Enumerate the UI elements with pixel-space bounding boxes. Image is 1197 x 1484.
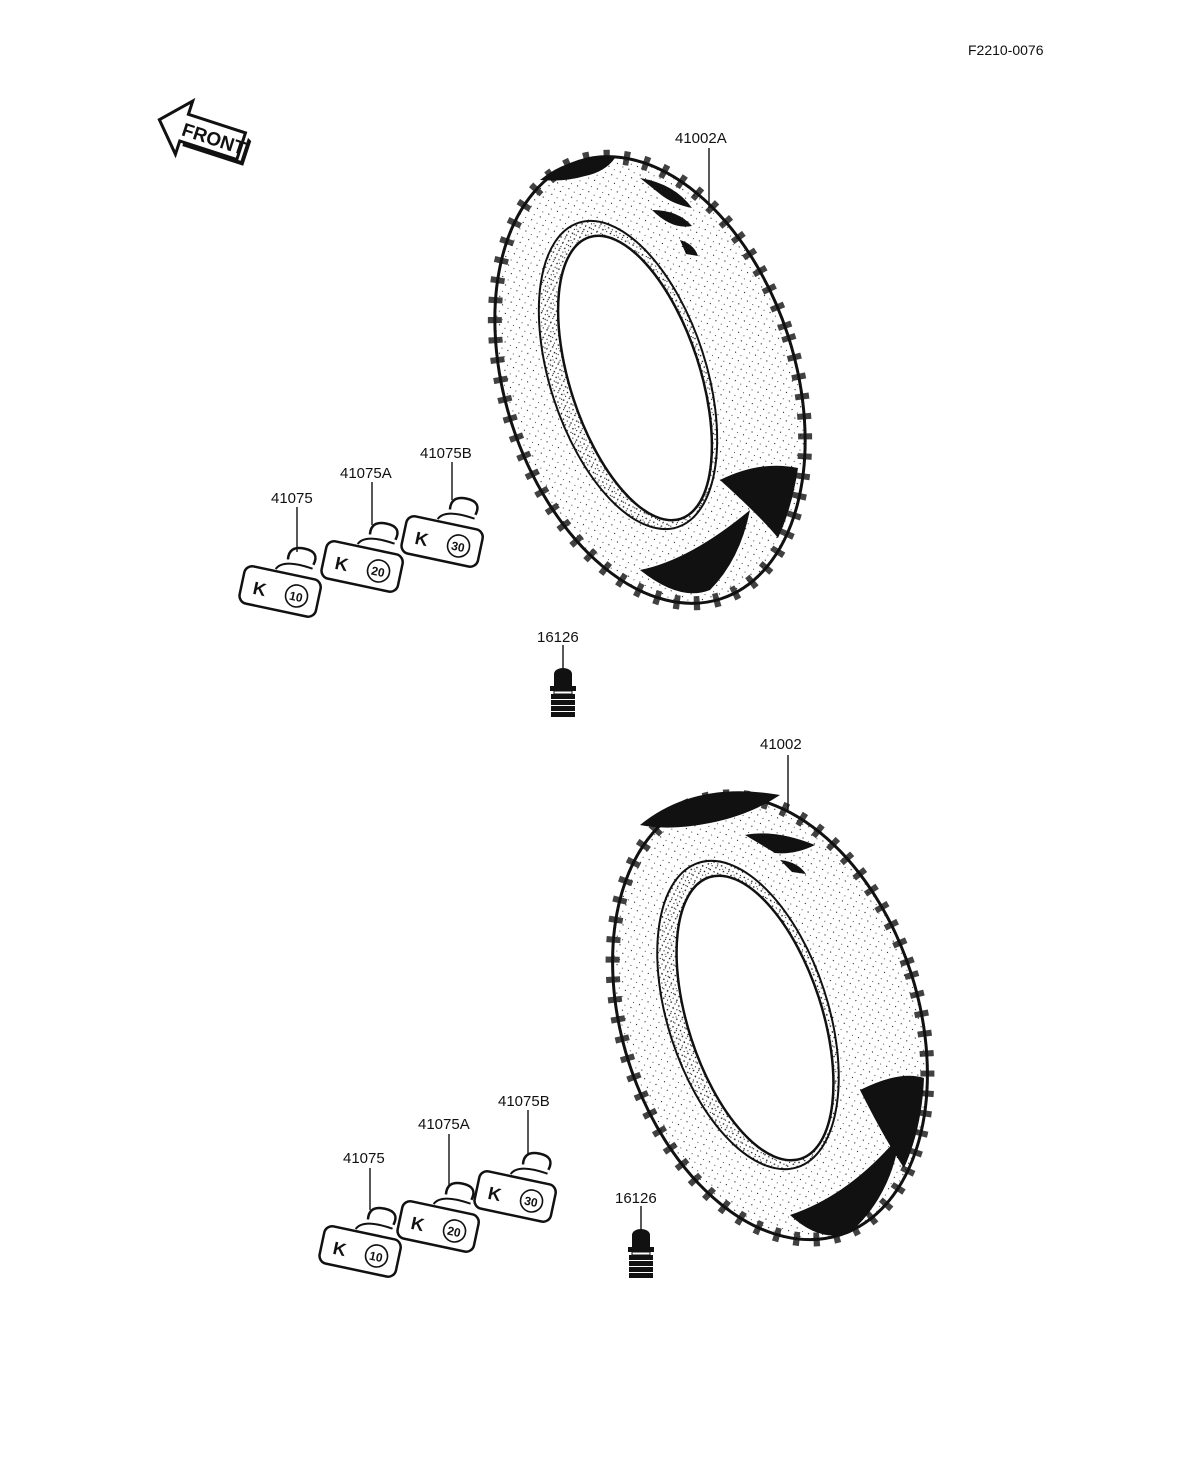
valve-lower-icon — [627, 1228, 655, 1279]
weight-letter-lower-2: K — [409, 1213, 426, 1235]
upper-assembly: 41002A 16126 K 10 41075 K 20 41075A — [238, 130, 813, 718]
weight-number-lower-1: 10 — [368, 1249, 384, 1266]
weight-number-upper-1: 10 — [288, 589, 304, 606]
weight-lower-1: K 10 — [318, 1206, 402, 1278]
label-weight-lower-2: 41075A — [418, 1116, 470, 1133]
figure-code: F2210-0076 — [968, 42, 1044, 58]
label-valve-lower: 16126 — [615, 1190, 657, 1207]
weight-upper-1: K 10 — [238, 546, 322, 618]
weight-letter-lower-1: K — [331, 1238, 348, 1260]
weight-number-upper-3: 30 — [450, 539, 466, 556]
label-weight-upper-3: 41075B — [420, 445, 472, 462]
weight-letter-upper-2: K — [333, 553, 350, 575]
label-valve-upper: 16126 — [537, 629, 579, 646]
weight-number-lower-2: 20 — [446, 1224, 462, 1241]
valve-upper-icon — [549, 667, 577, 718]
label-weight-upper-1: 41075 — [271, 490, 313, 507]
label-tire-lower: 41002 — [760, 736, 802, 753]
weight-number-upper-2: 20 — [370, 564, 386, 581]
lower-assembly: 41002 16126 K 10 41075 K 20 41075A — [318, 736, 935, 1279]
weight-lower-3: K 30 — [473, 1151, 557, 1223]
tire-lower — [605, 789, 935, 1247]
label-tire-upper: 41002A — [675, 130, 727, 147]
weight-number-lower-3: 30 — [523, 1194, 539, 1211]
weight-upper-2: K 20 — [320, 521, 404, 593]
front-arrow-icon: FRONT — [157, 97, 252, 166]
label-weight-upper-2: 41075A — [340, 465, 392, 482]
weight-upper-3: K 30 — [400, 496, 484, 568]
weight-lower-2: K 20 — [396, 1181, 480, 1253]
weight-letter-lower-3: K — [486, 1183, 503, 1205]
weight-letter-upper-3: K — [413, 528, 430, 550]
tire-upper — [487, 149, 813, 611]
label-weight-lower-1: 41075 — [343, 1150, 385, 1167]
weight-letter-upper-1: K — [251, 578, 268, 600]
label-weight-lower-3: 41075B — [498, 1093, 550, 1110]
